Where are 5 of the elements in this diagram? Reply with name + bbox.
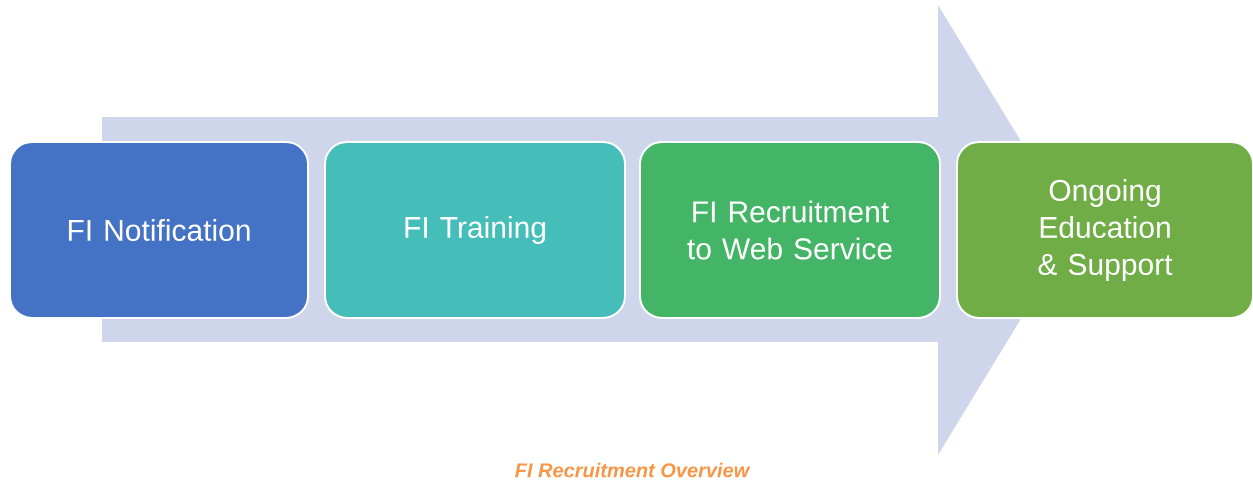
process-box: FI Recruitment to Web Service bbox=[639, 141, 941, 319]
process-box: FI Training bbox=[324, 141, 626, 319]
process-box: Ongoing Education & Support bbox=[956, 141, 1253, 319]
caption: FI Recruitment Overview bbox=[515, 462, 751, 478]
process-box: FI Notification bbox=[9, 141, 309, 319]
